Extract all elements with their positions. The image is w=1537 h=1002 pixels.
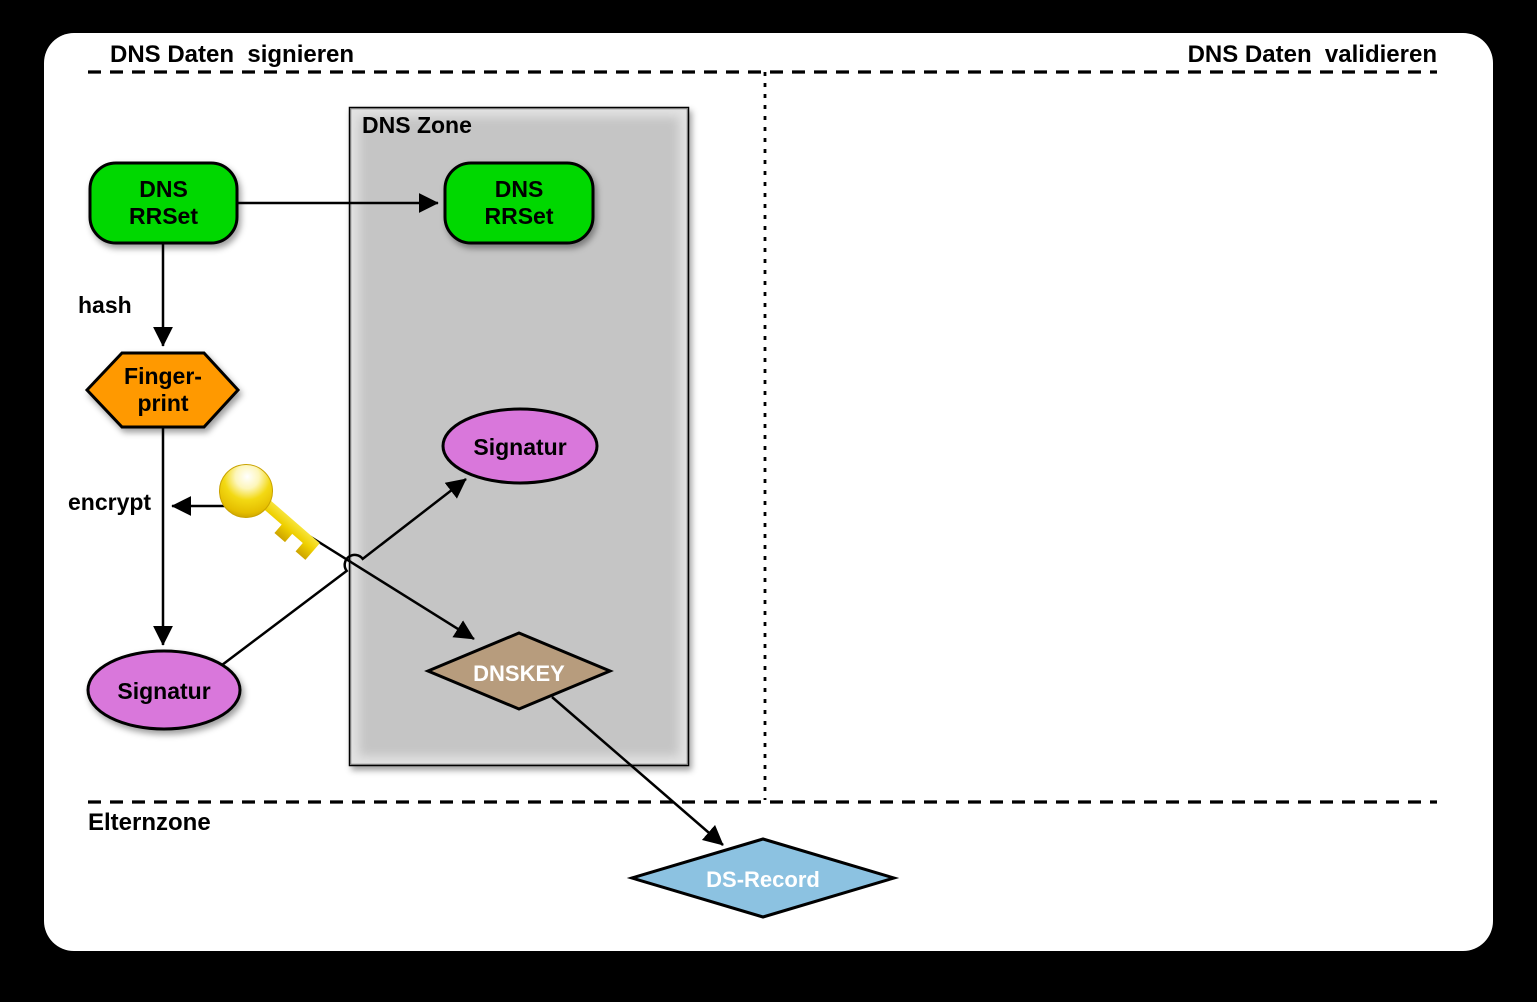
arrow-signatur-to-zone	[221, 478, 467, 666]
signatur-left-node	[86, 649, 242, 731]
fingerprint-line1: Finger-	[124, 363, 202, 389]
rrset-left-line1: DNS	[139, 176, 188, 202]
signatur-zone-label: Signatur	[473, 434, 567, 460]
rrset-zone-node	[443, 161, 595, 245]
rrset-left-line2: RRSet	[128, 203, 198, 229]
arrow-dnskey-to-dsrecord	[551, 696, 724, 846]
ds-record-label: DS-Record	[706, 867, 820, 892]
signatur-left-label: Signatur	[117, 678, 211, 704]
hash-edge-label: hash	[78, 292, 132, 318]
diagram-panel	[44, 33, 1493, 951]
rrset-zone-line2: RRSet	[484, 203, 554, 229]
parent-zone-label: Elternzone	[88, 809, 211, 836]
key-shaft	[258, 496, 320, 560]
dns-zone-label: DNS Zone	[362, 112, 472, 138]
dnskey-label: DNSKEY	[473, 661, 565, 686]
signatur-zone-node	[441, 407, 599, 485]
validate-section-title: DNS Daten validieren	[1187, 41, 1437, 68]
sign-section-title: DNS Daten signieren	[110, 41, 355, 68]
fingerprint-node	[84, 351, 241, 429]
fingerprint-label: Finger-print	[88, 363, 238, 417]
rrset-left-node	[88, 161, 239, 245]
rrset-zone-line1: DNS	[494, 176, 544, 202]
fingerprint-line2: print	[137, 390, 189, 416]
arrow-key-to-dnskey	[289, 522, 475, 641]
encrypt-edge-label: encrypt	[68, 489, 152, 515]
key-head	[219, 464, 273, 518]
dnskey-node	[424, 631, 614, 711]
ds-record-node	[626, 837, 900, 919]
key-icon	[219, 464, 320, 560]
